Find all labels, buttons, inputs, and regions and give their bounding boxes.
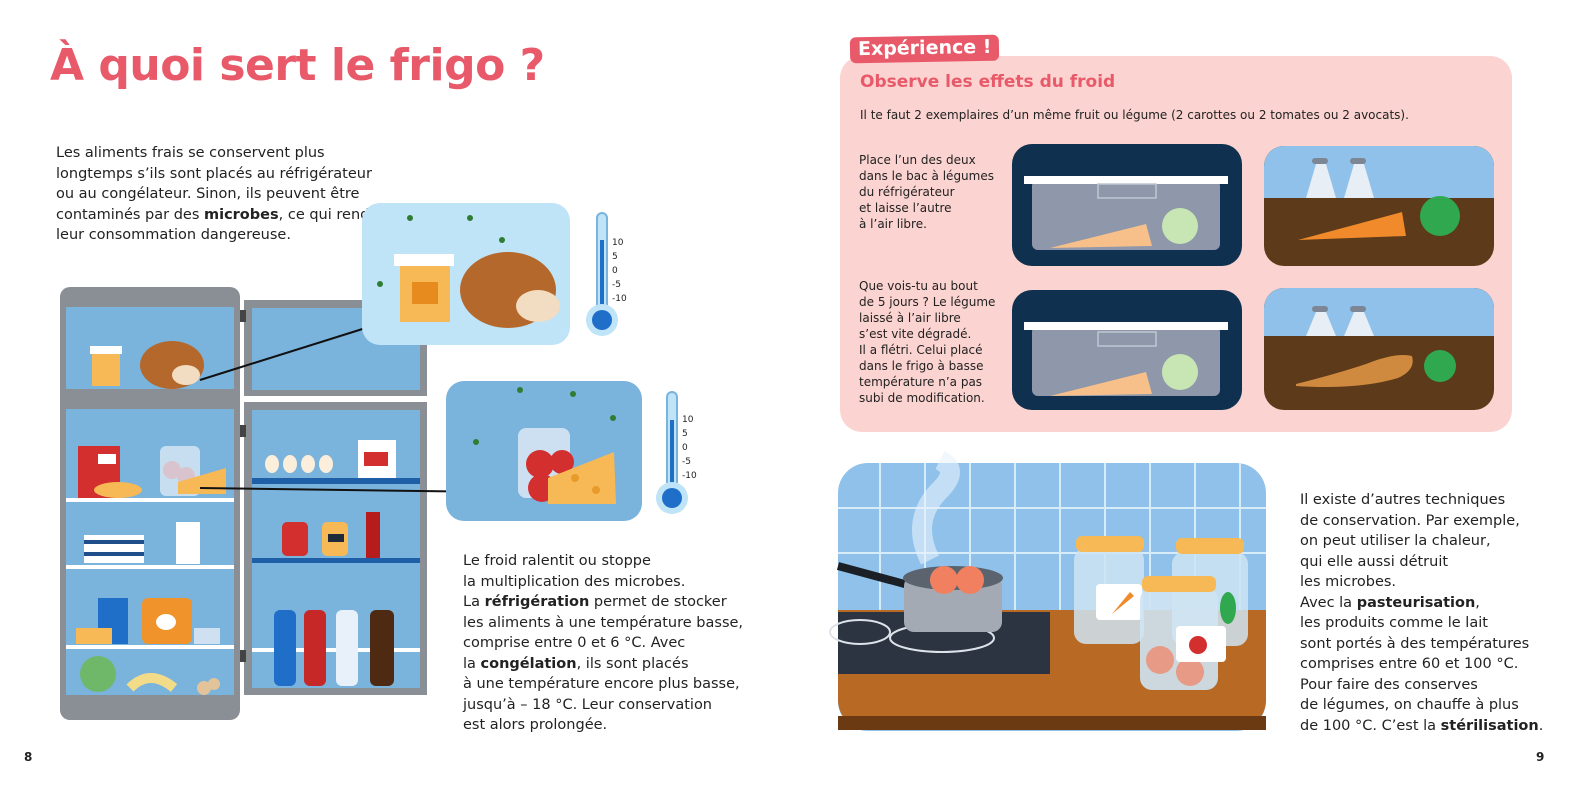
text-line: de 100 °C. C’est la stérilisation. xyxy=(1300,716,1543,737)
text-line: on peut utiliser la chaleur, xyxy=(1300,533,1491,549)
text-line: température n’a pas xyxy=(859,375,983,389)
text-line: Que vois-tu au bout xyxy=(859,279,978,293)
tick-label: -5 xyxy=(612,280,621,290)
text-line: comprise entre 0 et 6 °C. Avec xyxy=(463,635,686,651)
experience-requirement: Il te faut 2 exemplaires d’un même fruit… xyxy=(860,108,1409,122)
cold-paragraph: Le froid ralentit ou stoppe la multiplic… xyxy=(463,551,743,736)
text-line: Le froid ralentit ou stoppe xyxy=(463,553,651,569)
bold-term: pasteurisation xyxy=(1356,594,1476,611)
text-line: longtemps s’ils sont placés au réfrigéra… xyxy=(56,165,372,182)
tick-label: 10 xyxy=(682,415,694,425)
text-span: , ils sont placés xyxy=(576,655,689,672)
text-line: subi de modification. xyxy=(859,391,985,405)
text-span: la xyxy=(463,655,481,672)
text-line: à l’air libre. xyxy=(859,217,927,231)
fridge-illustration xyxy=(60,203,688,720)
text-span: , xyxy=(1475,594,1480,611)
text-line: contaminés par des microbes, ce qui rend xyxy=(56,205,372,226)
bold-term: stérilisation xyxy=(1440,717,1539,734)
experience-subtitle: Observe les effets du froid xyxy=(860,72,1116,92)
text-line: à une température encore plus basse, xyxy=(463,676,740,692)
text-span: , ce qui rend xyxy=(278,206,370,223)
text-line: ou au congélateur. Sinon, ils peuvent êt… xyxy=(56,186,360,202)
text-line: qui elle aussi détruit xyxy=(1300,553,1449,570)
bold-term: réfrigération xyxy=(484,594,590,610)
text-span: de 100 °C. C’est la xyxy=(1300,717,1441,734)
thermometer-scale-1: 10 5 0 -5 -10 xyxy=(612,236,627,306)
text-line: jusqu’à – 18 °C. Leur conservation xyxy=(463,696,712,713)
tick-label: -10 xyxy=(682,471,697,481)
text-line: la multiplication des microbes. xyxy=(463,573,686,590)
text-line: La réfrigération permet de stocker xyxy=(463,592,743,613)
text-line: dans le frigo à basse xyxy=(859,359,984,373)
text-line: Il existe d’autres techniques xyxy=(1300,492,1506,508)
page-number-left: 8 xyxy=(24,750,33,764)
text-span: contaminés par des xyxy=(56,206,204,223)
text-line: Place l’un des deux xyxy=(859,153,976,167)
tick-label: -10 xyxy=(612,294,627,304)
text-line: s’est vite dégradé. xyxy=(859,327,972,341)
page-title: À quoi sert le frigo ? xyxy=(50,40,545,91)
text-line: laissé à l’air libre xyxy=(859,311,961,325)
tick-label: 10 xyxy=(612,238,624,248)
page-number-right: 9 xyxy=(1536,750,1545,764)
text-line: de 5 jours ? Le légume xyxy=(859,295,996,309)
text-line: est alors prolongée. xyxy=(463,717,608,733)
text-line: de conservation. Par exemple, xyxy=(1300,512,1520,529)
text-line: leur consommation dangereuse. xyxy=(56,227,291,243)
text-line: Avec la pasteurisation, xyxy=(1300,593,1543,614)
text-line: du réfrigérateur xyxy=(859,185,955,199)
text-span: permet de stocker xyxy=(589,594,727,610)
bold-term: microbes xyxy=(203,206,279,223)
text-line: la congélation, ils sont placés xyxy=(463,654,743,675)
other-techniques-paragraph: Il existe d’autres techniques de conserv… xyxy=(1300,490,1543,736)
text-line: Il a flétri. Celui placé xyxy=(859,343,983,357)
text-span: La xyxy=(463,594,485,610)
tick-label: 0 xyxy=(612,266,618,276)
text-line: dans le bac à légumes xyxy=(859,169,994,183)
thermometer-scale-2: 10 5 0 -5 -10 xyxy=(682,413,697,483)
text-line: comprises entre 60 et 100 °C. xyxy=(1300,656,1519,672)
intro-paragraph: Les aliments frais se conservent plus lo… xyxy=(56,143,372,246)
text-line: de légumes, on chauffe à plus xyxy=(1300,697,1519,713)
tick-label: 5 xyxy=(612,252,618,262)
text-line: les aliments à une température basse, xyxy=(463,614,744,631)
tick-label: 0 xyxy=(682,443,688,453)
step-1-text: Place l’un des deux dans le bac à légume… xyxy=(859,152,994,232)
text-line: les microbes. xyxy=(1300,574,1397,590)
text-line: sont portés à des températures xyxy=(1300,635,1530,652)
text-line: les produits comme le lait xyxy=(1300,615,1488,631)
step-2-text: Que vois-tu au bout de 5 jours ? Le légu… xyxy=(859,278,995,406)
text-span: . xyxy=(1538,717,1544,734)
text-line: et laisse l’autre xyxy=(859,201,952,215)
tick-label: 5 xyxy=(682,429,688,439)
text-line: Pour faire des conserves xyxy=(1300,676,1478,693)
bold-term: congélation xyxy=(480,655,577,672)
tick-label: -5 xyxy=(682,457,691,467)
text-line: Les aliments frais se conservent plus xyxy=(56,145,325,161)
text-span: Avec la xyxy=(1300,594,1357,611)
